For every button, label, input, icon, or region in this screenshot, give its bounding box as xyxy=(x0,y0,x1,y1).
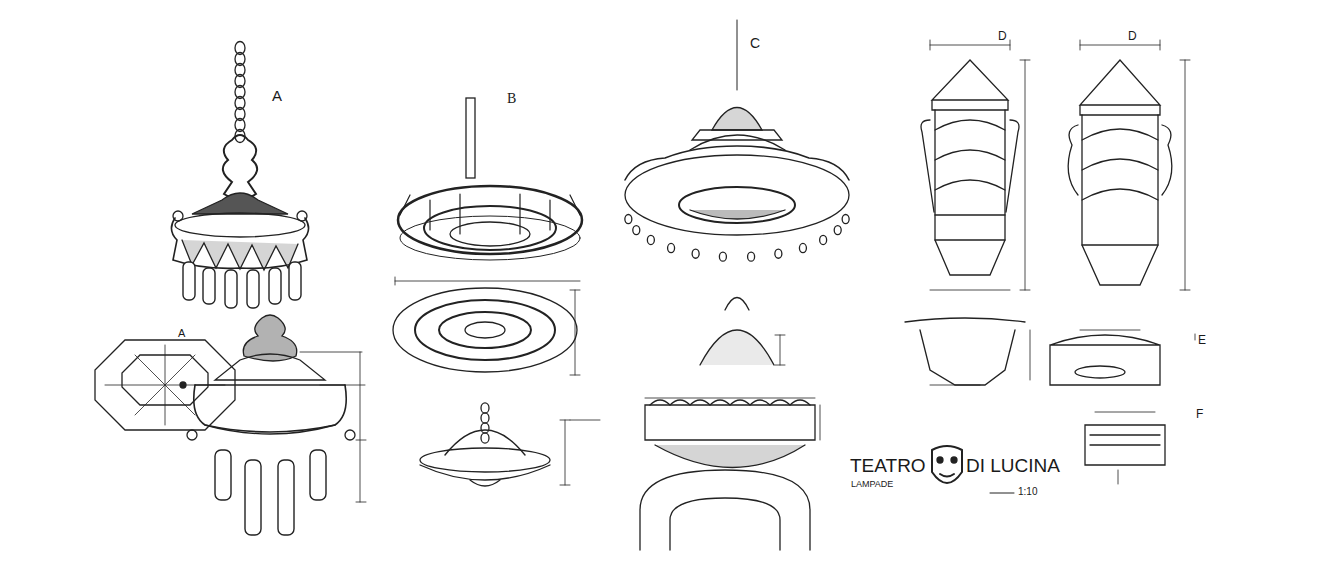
view-letter: C xyxy=(750,36,760,50)
sheet-subtitle: LAMPADE xyxy=(851,480,893,489)
sheet-title: DI LUCINA xyxy=(966,456,1060,475)
lantern-d xyxy=(921,40,1190,290)
ornament-bead xyxy=(481,423,489,433)
ornament-bead xyxy=(668,243,675,252)
view-letter: D xyxy=(998,30,1007,42)
chandelier-b xyxy=(393,98,600,486)
view-letter: F xyxy=(1196,408,1203,420)
chandelier-a-elevation xyxy=(95,315,366,535)
view-letter: B xyxy=(507,92,516,106)
ornament-bead xyxy=(481,413,489,423)
chandelier-a xyxy=(171,42,308,309)
ornament-bead xyxy=(834,226,841,235)
ornament-bead xyxy=(775,249,782,258)
ornament-bead xyxy=(625,214,632,223)
ornament-bead xyxy=(820,235,827,244)
ornament-bead xyxy=(647,235,654,244)
details-e-f xyxy=(905,318,1195,484)
ornament-bead xyxy=(719,252,726,261)
view-letter: E xyxy=(1198,334,1206,346)
ornament-bead xyxy=(633,226,640,235)
view-letter: A xyxy=(272,88,282,103)
sheet-title: TEATRO xyxy=(850,456,926,475)
view-letter: A xyxy=(178,328,185,339)
view-letter: D xyxy=(1128,30,1137,42)
ornament-bead xyxy=(692,249,699,258)
ornament-bead xyxy=(481,433,489,443)
chandelier-c xyxy=(625,20,849,550)
ornament-bead xyxy=(481,403,489,413)
ornament-bead xyxy=(748,252,755,261)
ornament-bead xyxy=(842,214,849,223)
scale-note: 1:10 xyxy=(1018,487,1037,497)
ornament-bead xyxy=(799,243,806,252)
